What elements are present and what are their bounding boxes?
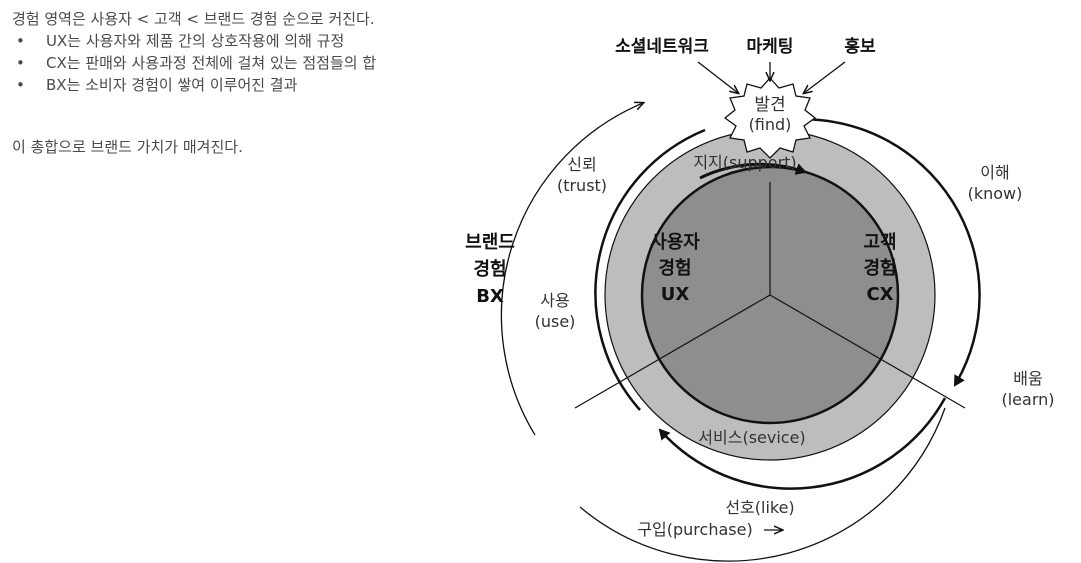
cx-label-line1: 고객 [863,232,896,253]
learn-label: 배움 [1013,369,1042,388]
source-social-network: 소셜네트워크 [615,37,709,57]
bx-arc-bottom [579,407,946,562]
bullet-cx: CX는 판매와 사용과정 전체에 걸쳐 있는 점점들의 합 [12,52,532,74]
bullet-ux: UX는 사용자와 제품 간의 상호작용에 의해 규정 [12,30,532,52]
find-label: 발견 [754,95,785,115]
ux-label-line3: UX [661,284,690,305]
arrow-pr [804,61,846,93]
cx-label-line3: CX [866,284,893,305]
support-arrow [699,162,807,180]
bx-label-line3: BX [476,286,504,307]
arrow-social [697,61,738,93]
ux-label-line2: 경험 [658,257,691,279]
purchase-label: 구입(purchase) [637,520,752,539]
journey-arc-trust [594,128,706,411]
bullet-bx: BX는 소비자 경험이 쌓여 이루어진 결과 [12,74,532,96]
source-pr: 홍보 [844,36,876,57]
sector-line-left [574,294,771,409]
intro-heading: 경험 영역은 사용자 < 고객 < 브랜드 경험 순으로 커진다. [12,10,375,28]
journey-arc-purchase [658,397,947,490]
support-label: 지지(support) [693,153,796,172]
know-label: 이해 [980,163,1009,182]
know-label-en: (know) [968,184,1023,203]
sector-line-right [769,294,966,409]
like-label: 선호(like) [725,498,794,517]
trust-label-en: (trust) [557,176,607,195]
learn-label-en: (learn) [1001,390,1054,409]
bx-label-line2: 경험 [473,258,506,280]
trust-label: 신뢰 [567,155,596,174]
use-label: 사용 [540,291,569,310]
use-label-en: (use) [535,312,576,331]
find-label-en: (find) [749,115,792,134]
bx-arc-left [500,103,643,436]
intro-summary: 이 총합으로 브랜드 가치가 매겨진다. [12,138,243,156]
bx-label-line1: 브랜드 [465,232,515,253]
ux-label-line1: 사용자 [650,232,700,253]
service-label: 서비스(sevice) [698,428,805,447]
intro-text: 경험 영역은 사용자 < 고객 < 브랜드 경험 순으로 커진다. UX는 사용… [12,8,532,158]
cx-label-line2: 경험 [863,257,896,279]
journey-arc-know-learn [787,118,981,387]
intro-bullets: UX는 사용자와 제품 간의 상호작용에 의해 규정 CX는 판매와 사용과정 … [12,30,532,96]
find-starburst-icon [723,77,817,159]
source-marketing: 마케팅 [747,37,794,57]
